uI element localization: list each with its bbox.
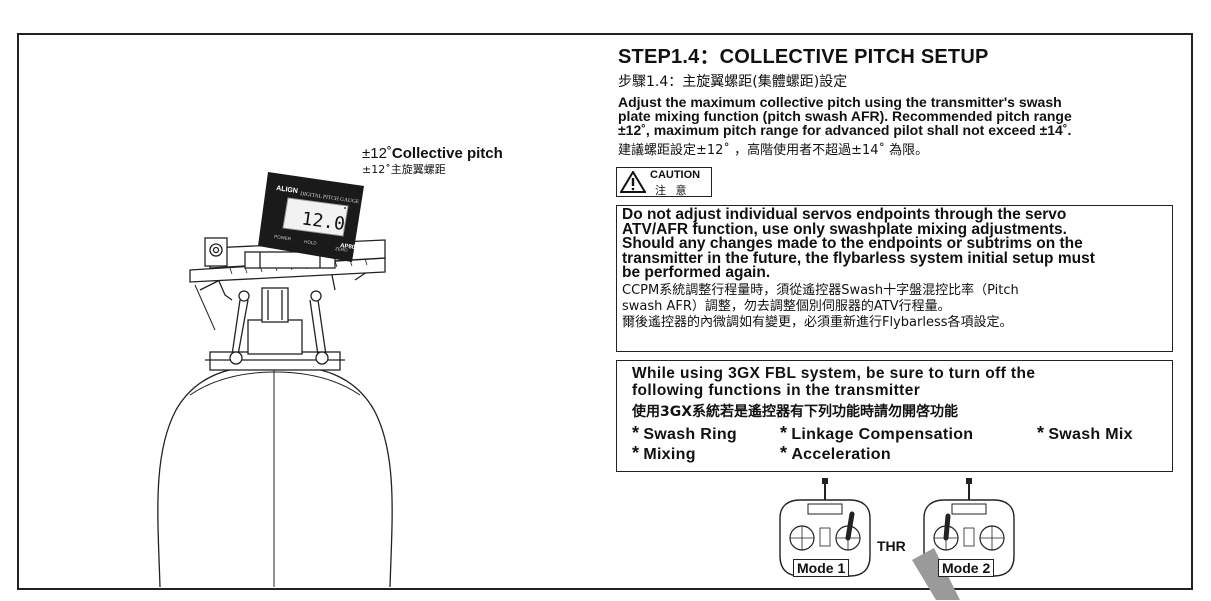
pitch-label-zh: ±12˚主旋翼螺距 bbox=[362, 162, 446, 176]
functions-intro-zh: 使用3GX系統若是遙控器有下列功能時請勿開啓功能 bbox=[632, 404, 959, 420]
functions-list: *Swash Ring *Linkage Compensation *Swash… bbox=[632, 423, 1157, 463]
instructions-en: Adjust the maximum collective pitch usin… bbox=[618, 95, 1176, 137]
caution-badge: CAUTION 注 意 bbox=[616, 167, 712, 197]
gauge-button-power: POWER bbox=[274, 234, 292, 241]
notice-line-zh: 爾後遙控器的內微調如有變更，必須重新進行Flybarless各項設定。 bbox=[622, 314, 1013, 330]
notice-zh: CCPM系統調整行程量時，須從遙控器Swash十字盤混控比率（Pitch swa… bbox=[622, 283, 1167, 331]
instructions-zh: 建議螺距設定±12˚ ，高階使用者不超過±14˚ 為限。 bbox=[618, 143, 929, 158]
mode1-label: Mode 1 bbox=[793, 559, 850, 577]
instruction-line: Adjust the maximum collective pitch usin… bbox=[618, 94, 1062, 110]
functions-intro-en: While using 3GX FBL system, be sure to t… bbox=[632, 365, 1157, 399]
function-item: *Acceleration bbox=[780, 443, 891, 463]
pitch-value: ±12˚ bbox=[362, 145, 392, 162]
page-corner-stripe bbox=[912, 548, 960, 600]
notice-line-zh: CCPM系統調整行程量時，須從遙控器Swash十字盤混控比率（Pitch bbox=[622, 282, 1019, 298]
function-item: *Mixing bbox=[632, 443, 696, 463]
notice-line: be performed again. bbox=[622, 264, 771, 281]
instruction-line: ±12˚, maximum pitch range for advanced p… bbox=[618, 122, 1072, 138]
function-item: *Swash Mix bbox=[1037, 423, 1133, 443]
warning-icon bbox=[620, 171, 646, 193]
functions-box: While using 3GX FBL system, be sure to t… bbox=[616, 360, 1173, 472]
notice-line: Do not adjust individual servos endpoint… bbox=[622, 206, 1067, 223]
collective-pitch-label: ±12˚Collective pitch ±12˚主旋翼螺距 bbox=[362, 145, 503, 176]
mode2-label: Mode 2 bbox=[938, 559, 995, 577]
thr-label: THR bbox=[877, 538, 906, 554]
step-section: STEP1.4：COLLECTIVE PITCH SETUP 步驟1.4：主旋翼… bbox=[618, 40, 1176, 158]
page-frame bbox=[17, 33, 1193, 590]
rotor-head-illustration: 12.0 ALIGN DIGITAL PITCH GAUGE AP800 POW… bbox=[157, 172, 393, 588]
gauge-brand: ALIGN bbox=[276, 185, 299, 195]
step-subtitle-zh: 步驟1.4：主旋翼螺距(集體螺距)設定 bbox=[618, 74, 848, 90]
gauge-button-zero: ZERO bbox=[335, 246, 349, 253]
instruction-line: plate mixing function (pitch swash AFR).… bbox=[618, 108, 1072, 124]
transmitter-mode2 bbox=[923, 477, 1015, 577]
functions-intro-line: While using 3GX FBL system, be sure to t… bbox=[632, 365, 1036, 382]
pitch-name: Collective pitch bbox=[391, 145, 503, 162]
pitch-gauge: 12.0 ALIGN DIGITAL PITCH GAUGE AP800 POW… bbox=[258, 172, 364, 262]
gauge-unit: ˚ bbox=[343, 206, 347, 216]
gauge-button-hold: HOLD bbox=[304, 239, 318, 246]
function-item: *Linkage Compensation bbox=[780, 423, 974, 443]
transmitter-mode1 bbox=[779, 477, 871, 577]
caution-text: CAUTION bbox=[650, 169, 701, 181]
left-link bbox=[231, 299, 249, 356]
caution-text-zh: 注 意 bbox=[655, 184, 690, 197]
right-link bbox=[309, 299, 327, 356]
functions-intro-line: following functions in the transmitter bbox=[632, 382, 921, 399]
step-title: STEP1.4：COLLECTIVE PITCH SETUP bbox=[618, 46, 989, 68]
notice-line-zh: swash AFR）調整，勿去調整個別伺服器的ATV行程量。 bbox=[622, 298, 951, 314]
notice-line: Should any changes made to the endpoints… bbox=[622, 235, 1083, 252]
gauge-model: AP800 bbox=[340, 243, 360, 252]
notice-line: ATV/AFR function, use only swashplate mi… bbox=[622, 220, 1067, 238]
notice-en: Do not adjust individual servos endpoint… bbox=[622, 206, 1167, 281]
notice-box: Do not adjust individual servos endpoint… bbox=[616, 205, 1173, 352]
function-item: *Swash Ring bbox=[632, 423, 737, 443]
notice-line: transmitter in the future, the flybarles… bbox=[622, 249, 1095, 267]
